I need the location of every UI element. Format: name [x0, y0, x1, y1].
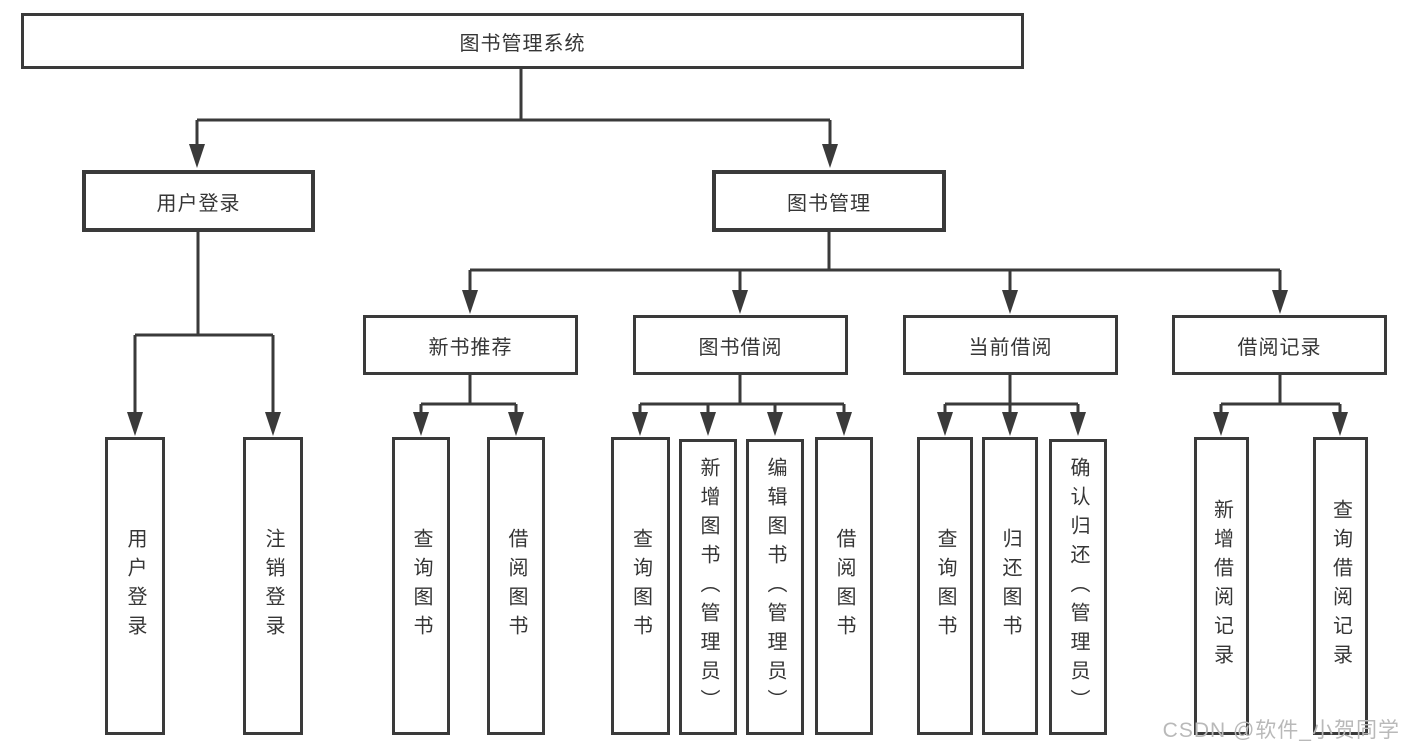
node-leaf-logout: 注销登录 [243, 437, 303, 735]
node-new-book-recommend: 新书推荐 [363, 315, 578, 375]
node-leaf-query-books-2: 查询图书 [611, 437, 670, 735]
node-root-label: 图书管理系统 [459, 32, 586, 55]
node-user-login-label: 用户登录 [156, 192, 241, 215]
node-book-management-label: 图书管理 [787, 192, 871, 215]
node-book-management: 图书管理 [712, 170, 946, 232]
node-leaf-borrow-books-1: 借阅图书 [487, 437, 545, 735]
node-leaf-return-books-label: 归还图书 [999, 528, 1021, 644]
node-leaf-user-login-label: 用户登录 [124, 528, 146, 644]
node-leaf-query-books-1: 查询图书 [392, 437, 450, 735]
node-borrow-records: 借阅记录 [1172, 315, 1387, 375]
node-leaf-edit-books-admin-label: 编辑图书（管理员） [764, 456, 786, 718]
node-leaf-query-books-2-label: 查询图书 [629, 528, 652, 644]
node-leaf-return-books: 归还图书 [982, 437, 1038, 735]
node-leaf-query-books-1-label: 查询图书 [410, 528, 432, 644]
node-leaf-query-borrow-record: 查询借阅记录 [1313, 437, 1368, 735]
node-root: 图书管理系统 [21, 13, 1024, 69]
watermark: CSDN @软件_小贺同学 [1162, 719, 1400, 742]
node-book-borrow-label: 图书借阅 [698, 336, 783, 359]
node-leaf-query-books-3: 查询图书 [917, 437, 973, 735]
node-user-login: 用户登录 [82, 170, 315, 232]
node-leaf-borrow-books-1-label: 借阅图书 [505, 528, 527, 644]
node-leaf-add-books-admin-label: 新增图书（管理员） [697, 456, 719, 718]
node-leaf-add-borrow-record: 新增借阅记录 [1194, 437, 1249, 735]
node-leaf-add-books-admin: 新增图书（管理员） [679, 439, 737, 735]
node-leaf-confirm-return-admin: 确认归还（管理员） [1049, 439, 1107, 735]
node-leaf-edit-books-admin: 编辑图书（管理员） [746, 439, 804, 735]
node-leaf-query-borrow-record-label: 查询借阅记录 [1329, 499, 1352, 673]
node-leaf-confirm-return-admin-label: 确认归还（管理员） [1067, 456, 1089, 718]
node-leaf-logout-label: 注销登录 [262, 528, 284, 644]
node-leaf-borrow-books-2-label: 借阅图书 [833, 528, 855, 644]
node-current-borrow: 当前借阅 [903, 315, 1118, 375]
node-current-borrow-label: 当前借阅 [968, 336, 1053, 359]
node-leaf-user-login: 用户登录 [105, 437, 165, 735]
node-leaf-query-books-3-label: 查询图书 [934, 528, 956, 644]
node-borrow-records-label: 借阅记录 [1237, 336, 1322, 359]
node-new-book-recommend-label: 新书推荐 [428, 336, 513, 359]
node-book-borrow: 图书借阅 [633, 315, 848, 375]
node-leaf-add-borrow-record-label: 新增借阅记录 [1210, 499, 1233, 673]
node-leaf-borrow-books-2: 借阅图书 [815, 437, 873, 735]
